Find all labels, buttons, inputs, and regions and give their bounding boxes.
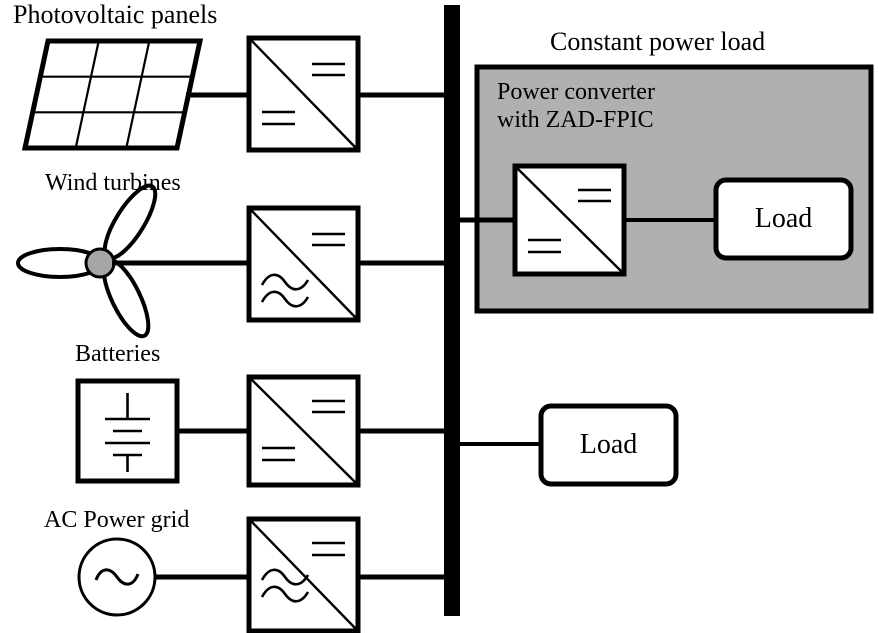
label-bus-load: Load [579, 429, 638, 460]
battery-cell-icon [75, 378, 180, 484]
battery-converter-block [246, 374, 361, 488]
dc-symbol-icon [578, 188, 611, 203]
cpl-converter-block [512, 163, 627, 277]
wind-converter-block [246, 205, 361, 323]
dc-symbol-icon [262, 110, 295, 126]
pv-converter-block [246, 35, 361, 153]
dc-symbol-icon [312, 399, 345, 414]
label-power-converter-line2: with ZAD-FPIC [497, 107, 654, 133]
ac-symbol-icon [260, 273, 310, 308]
label-batteries: Batteries [75, 341, 161, 367]
label-cpl-load: Load [754, 203, 813, 234]
grid-converter-block [246, 516, 361, 633]
label-photovoltaic-panels: Photovoltaic panels [13, 0, 218, 29]
ac-symbol-icon [260, 568, 310, 603]
dc-bus-bar [444, 5, 460, 616]
cpl-load-box [713, 177, 854, 261]
dc-symbol-icon [312, 541, 345, 557]
dc-symbol-icon [528, 238, 561, 254]
label-wind-turbines: Wind turbines [45, 170, 181, 196]
dc-symbol-icon [312, 62, 345, 77]
label-power-converter-line1: Power converter [497, 79, 655, 105]
label-ac-power-grid: AC Power grid [44, 507, 190, 533]
dc-symbol-icon [312, 232, 345, 247]
wind-turbine-icon [16, 183, 158, 339]
pv-array-icon [21, 38, 204, 151]
label-constant-power-load: Constant power load [550, 27, 766, 56]
bus-load-box [538, 403, 679, 487]
dc-symbol-icon [262, 446, 295, 462]
ac-source-icon [77, 537, 157, 617]
